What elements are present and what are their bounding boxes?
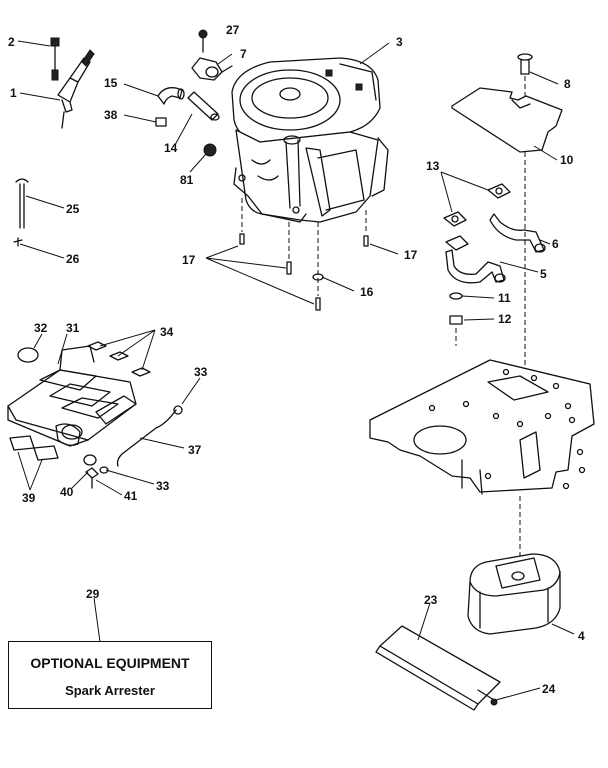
label-part-7: 7 xyxy=(240,47,247,61)
label-part-23: 23 xyxy=(424,593,438,607)
label-part-39: 39 xyxy=(22,491,36,505)
label-part-81: 81 xyxy=(180,173,194,187)
engine xyxy=(231,57,389,223)
plug xyxy=(203,143,217,157)
exhaust-fasteners xyxy=(449,292,463,325)
optional-equipment-title: OPTIONAL EQUIPMENT xyxy=(30,655,190,671)
exhaust-pipe-left xyxy=(445,249,506,284)
breather-hose xyxy=(116,405,183,467)
label-part-27: 27 xyxy=(226,23,240,37)
air-cleaner-cap xyxy=(17,347,39,363)
label-part-34: 34 xyxy=(160,325,174,339)
label-part-15: 15 xyxy=(104,76,118,90)
foam-pads xyxy=(87,341,151,377)
label-part-1: 1 xyxy=(10,86,17,100)
engine-bolts xyxy=(239,198,369,311)
label-part-12: 12 xyxy=(498,312,512,326)
heat-shield xyxy=(451,87,563,153)
label-part-16: 16 xyxy=(360,285,374,299)
part-labels: 2 1 3 4 5 6 7 8 10 11 12 13 14 15 16 17 … xyxy=(8,23,585,696)
throttle-control xyxy=(50,37,95,129)
label-part-24: 24 xyxy=(542,682,556,696)
hose-clamp xyxy=(155,117,167,127)
label-part-38: 38 xyxy=(104,108,118,122)
label-part-14: 14 xyxy=(164,141,178,155)
hose-fittings xyxy=(83,454,109,489)
label-part-41: 41 xyxy=(124,489,138,503)
gaskets xyxy=(443,183,511,251)
label-part-10: 10 xyxy=(560,153,574,167)
fuel-tube xyxy=(187,91,220,121)
label-part-4: 4 xyxy=(578,629,585,643)
label-part-29: 29 xyxy=(86,587,100,601)
label-part-8: 8 xyxy=(564,77,571,91)
label-part-25: 25 xyxy=(66,202,80,216)
label-part-13: 13 xyxy=(426,159,440,173)
label-part-33-top: 33 xyxy=(194,365,208,379)
mount-screw xyxy=(198,29,208,53)
arrester-screw xyxy=(477,689,498,706)
label-part-40: 40 xyxy=(60,485,74,499)
label-part-3: 3 xyxy=(396,35,403,49)
mount-bracket xyxy=(191,57,233,81)
choke-cable xyxy=(13,178,29,247)
air-cleaner-base xyxy=(7,345,137,447)
label-part-11: 11 xyxy=(498,291,511,305)
shield-bolt xyxy=(517,53,533,96)
label-part-6: 6 xyxy=(552,237,559,251)
label-part-17: 17 xyxy=(404,248,418,262)
exhaust-pipe-right xyxy=(489,213,546,253)
label-part-33-bottom: 33 xyxy=(156,479,170,493)
label-part-17-group: 17 xyxy=(182,253,196,267)
fuel-elbow xyxy=(157,87,185,105)
retainers xyxy=(9,435,59,461)
spark-arrester-plate xyxy=(375,625,501,711)
chassis-frame xyxy=(369,359,595,495)
optional-equipment-box: OPTIONAL EQUIPMENT Spark Arrester xyxy=(8,641,212,709)
label-part-37: 37 xyxy=(188,443,202,457)
label-part-2: 2 xyxy=(8,35,15,49)
frame-holes xyxy=(428,368,586,490)
label-part-32: 32 xyxy=(34,321,48,335)
spark-arrester-label: Spark Arrester xyxy=(65,683,155,698)
label-part-31: 31 xyxy=(66,321,80,335)
label-part-26: 26 xyxy=(66,252,80,266)
muffler xyxy=(467,553,561,635)
leader-lines xyxy=(17,40,575,701)
label-part-5: 5 xyxy=(540,267,547,281)
